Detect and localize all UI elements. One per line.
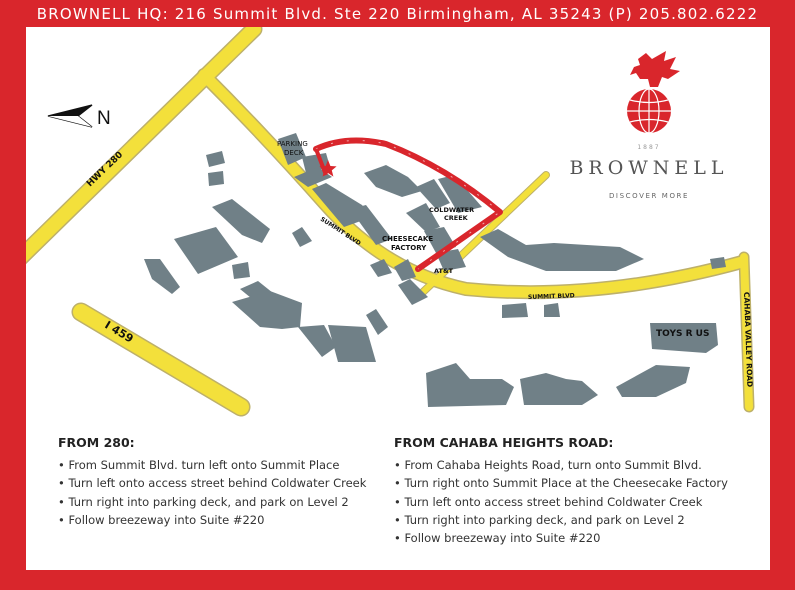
coldwater-creek-label-line2: CREEK (444, 214, 469, 222)
directions-from-280: FROM 280: From Summit Blvd. turn left on… (58, 435, 366, 529)
summit-blvd-label-east: SUMMIT BLVD (528, 292, 575, 301)
list-item: Turn left onto access street behind Cold… (58, 474, 366, 492)
cahaba-valley-road (740, 253, 753, 411)
destination-star-icon (319, 160, 337, 177)
cheesecake-factory-label-line1: CHEESECAKE (382, 235, 433, 243)
cahaba-valley-road-label: CAHABA VALLEY ROAD (742, 292, 754, 388)
parking-deck-label-line1: PARKING (277, 140, 308, 148)
griffin-globe-icon (627, 51, 680, 134)
directions-from-cahaba-title: FROM CAHABA HEIGHTS ROAD: (394, 435, 614, 450)
directions-from-280-list: From Summit Blvd. turn left onto Summit … (58, 456, 366, 529)
brownell-logo: 1887 BROWNELL DISCOVER MORE (554, 47, 744, 207)
directions-from-cahaba: FROM CAHABA HEIGHTS ROAD: From Cahaba He… (394, 435, 728, 547)
logo-year: 1887 (637, 144, 661, 151)
directions-from-280-title: FROM 280: (58, 435, 135, 450)
logo-tagline: DISCOVER MORE (608, 192, 690, 200)
list-item: Turn right onto Summit Place at the Chee… (394, 474, 727, 492)
list-item: Follow breezeway into Suite #220 (394, 529, 728, 547)
list-item: Turn right into parking deck, and park o… (58, 493, 366, 511)
address-banner: BROWNELL HQ: 216 Summit Blvd. Ste 220 Bi… (36, 5, 759, 23)
cheesecake-factory-label-line2: FACTORY (391, 244, 427, 252)
buildings (144, 133, 726, 407)
att-label: AT&T (434, 267, 454, 275)
list-item: From Summit Blvd. turn left onto Summit … (58, 456, 366, 474)
map-card: N HWY 280 I 459 CAHABA VALLEY ROAD SUMMI… (26, 27, 770, 570)
list-item: Follow breezeway into Suite #220 (58, 511, 366, 529)
hwy-280-road (26, 27, 261, 263)
summit-place-road (420, 172, 549, 295)
list-item: Turn right into parking deck, and park o… (394, 511, 728, 529)
coldwater-creek-label-line1: COLDWATER (429, 206, 474, 214)
compass-north-label: N (97, 108, 111, 129)
list-item: From Cahaba Heights Road, turn onto Summ… (394, 456, 728, 474)
directions-from-cahaba-list: From Cahaba Heights Road, turn onto Summ… (394, 456, 728, 547)
toys-r-us-label: TOYS R US (656, 329, 709, 339)
logo-brand-name: BROWNELL (569, 157, 729, 179)
compass: N (47, 104, 111, 129)
i-459-road (73, 304, 249, 415)
list-item: Turn left onto access street behind Cold… (394, 493, 728, 511)
area-map: N HWY 280 I 459 CAHABA VALLEY ROAD SUMMI… (26, 27, 755, 417)
parking-deck-label-line2: DECK (284, 149, 304, 157)
